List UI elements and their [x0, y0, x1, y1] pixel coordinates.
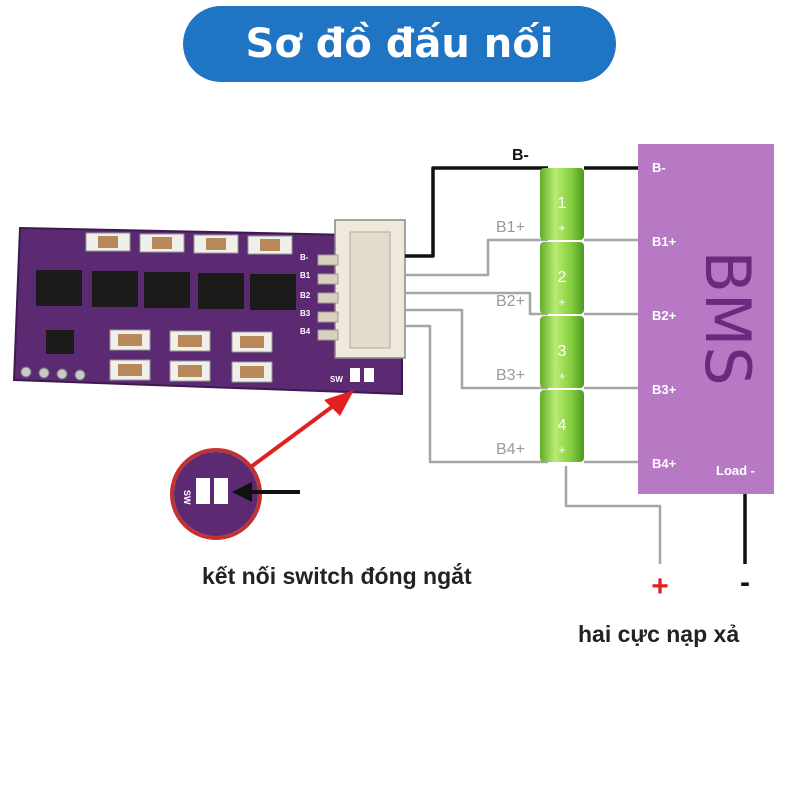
- wire-label-b1: B1+: [496, 219, 525, 236]
- wire-labels: B- B1+ B2+ B3+ B4+: [496, 147, 529, 458]
- board-pcb: [12, 226, 403, 396]
- bms-pin-b4: B4+: [652, 456, 677, 471]
- plus-symbol: +: [651, 570, 669, 603]
- small-ic: [46, 330, 74, 354]
- board-pin-labels: B- B1 B2 B3 B4 SW: [300, 253, 343, 384]
- wire-plus-lead: [564, 466, 662, 564]
- page-title: Sơ đồ đấu nối: [245, 21, 554, 67]
- red-arrow: [234, 390, 354, 480]
- wire-b4: [405, 324, 548, 464]
- svg-text:+: +: [558, 221, 565, 235]
- switch-pad-left: [350, 368, 360, 382]
- wire-b1: [405, 238, 548, 277]
- bms-load-label: Load -: [716, 463, 755, 478]
- charge-caption: hai cực nạp xả: [578, 621, 740, 647]
- wire-b3: [405, 308, 548, 390]
- wire-label-b3: B3+: [496, 367, 525, 384]
- wire-b2: [405, 291, 548, 316]
- switch-caption: kết nối switch đóng ngắt: [202, 563, 472, 589]
- bms-box: [638, 144, 774, 494]
- wire-label-b4: B4+: [496, 441, 525, 458]
- svg-text:1: 1: [558, 195, 567, 212]
- balancer-board: B- B1 B2 B3 B4 SW: [12, 219, 406, 396]
- pin-label-b3: B3: [300, 309, 311, 318]
- svg-text:2: 2: [558, 269, 567, 286]
- bms-pin-b1: B1+: [652, 234, 677, 249]
- wire-b-minus: [405, 166, 548, 258]
- bms-block: BMS B- B1+ B2+ B3+ B4+ Load -: [638, 144, 774, 494]
- pin-label-b2: B2: [300, 291, 311, 300]
- mosfet-chips: [36, 270, 296, 310]
- svg-text:+: +: [558, 295, 565, 309]
- bms-pin-b3: B3+: [652, 382, 677, 397]
- cell-1: 1 +: [540, 168, 584, 240]
- wire-label-b-minus: B-: [512, 147, 529, 164]
- pin-label-b4: B4: [300, 327, 311, 336]
- svg-text:3: 3: [558, 343, 567, 360]
- bms-pin-b-minus: B-: [652, 160, 666, 175]
- cell-2: 2 +: [540, 242, 584, 314]
- switch-label: SW: [330, 375, 343, 384]
- pin-label-b1: B1: [300, 271, 311, 280]
- solder-pads: [20, 366, 86, 381]
- svg-text:+: +: [558, 369, 565, 383]
- svg-text:4: 4: [558, 417, 567, 434]
- zoom-switch-label: SW: [182, 490, 192, 505]
- minus-symbol: -: [740, 566, 750, 599]
- battery-cells: 1 + 2 + 3 + 4 +: [540, 168, 584, 462]
- cell-4: 4 +: [540, 390, 584, 462]
- cell-3: 3 +: [540, 316, 584, 388]
- bms-pin-b2: B2+: [652, 308, 677, 323]
- svg-text:+: +: [558, 443, 565, 457]
- pin-label-b-minus: B-: [300, 253, 309, 262]
- switch-zoom-circle: SW: [170, 448, 300, 540]
- bms-title: BMS: [691, 250, 764, 385]
- title-banner: Sơ đồ đấu nối: [183, 6, 616, 82]
- capacitors: [98, 236, 280, 378]
- switch-pad-right: [364, 368, 374, 382]
- wire-label-b2: B2+: [496, 293, 525, 310]
